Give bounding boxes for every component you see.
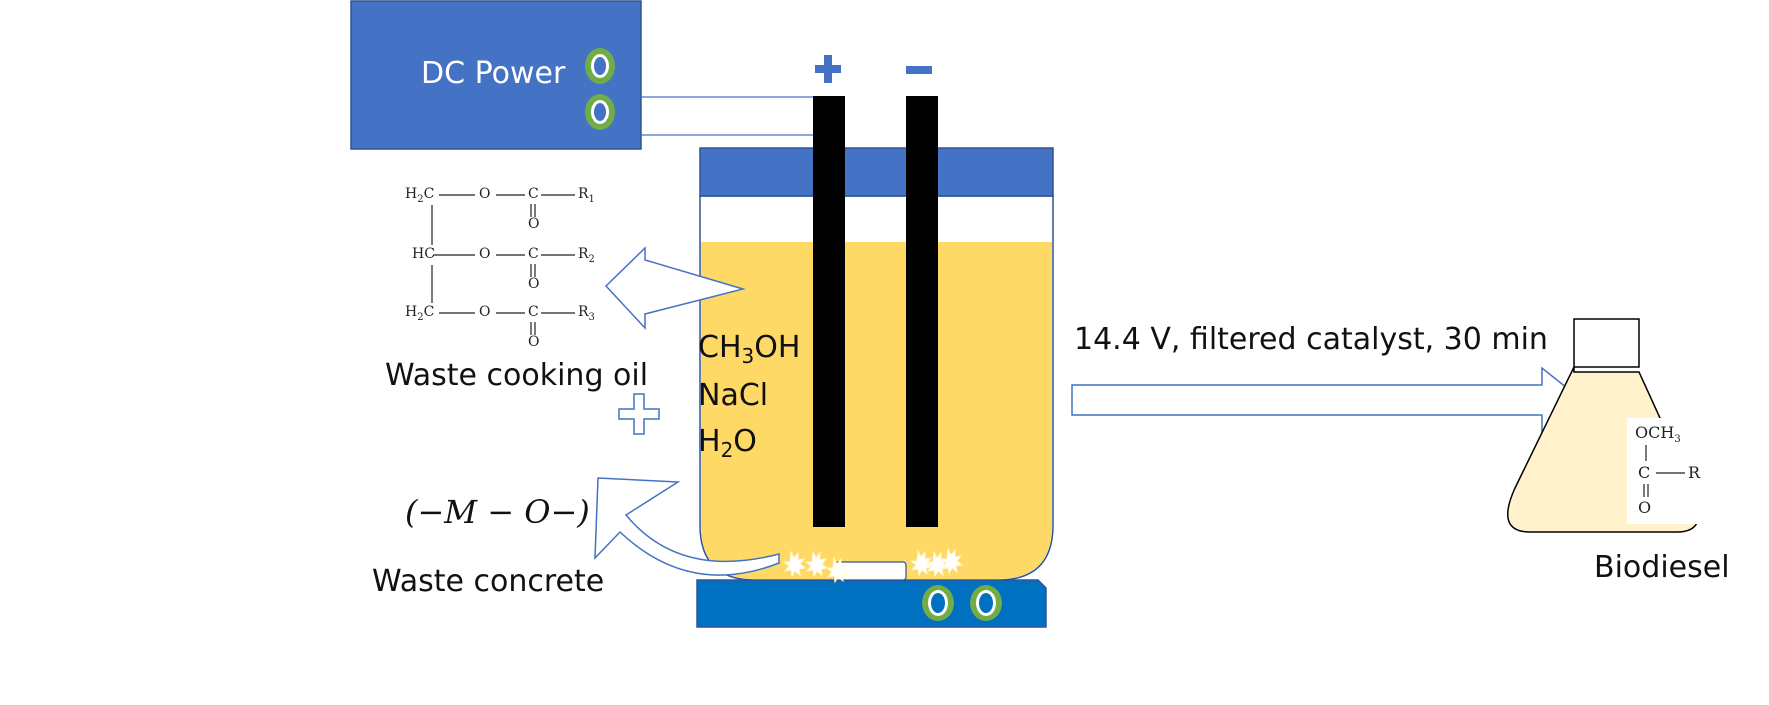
flask-neck	[1573, 318, 1640, 368]
oil-row3-r: R3	[578, 304, 595, 323]
methyl-ester-bonds	[1643, 445, 1685, 497]
product-r-group: R	[1688, 463, 1701, 482]
negative-terminal-icon	[906, 66, 932, 74]
oil-row2-carbon: C	[528, 246, 539, 262]
power-terminal-bottom	[585, 94, 615, 130]
dc-power-label: DC Power	[421, 56, 566, 91]
oil-row2-r: R2	[578, 246, 595, 265]
power-terminal-top	[585, 48, 615, 84]
oil-row2-carbonyl: O	[528, 276, 540, 292]
oil-row1-left: H2C	[405, 186, 435, 205]
oil-row2-oxygen: O	[479, 246, 491, 262]
product-carbonyl: O	[1638, 498, 1652, 517]
oil-row3-carbonyl: O	[528, 334, 540, 350]
oil-input-arrow	[604, 246, 746, 330]
gas-bubbles-anode	[782, 550, 850, 584]
power-wires	[641, 96, 830, 136]
product-structure-panel	[1627, 418, 1715, 524]
product-methoxy: OCH3	[1635, 423, 1681, 446]
plus-outline-icon	[618, 393, 660, 435]
oil-row1-r: R1	[578, 186, 595, 205]
oil-row1-oxygen: O	[479, 186, 491, 202]
metal-oxide-formula: (−M − O−)	[405, 493, 590, 531]
oil-row3-left: H2C	[405, 304, 435, 323]
biodiesel-label: Biodiesel	[1594, 550, 1730, 585]
gas-bubbles-cathode	[909, 547, 964, 578]
positive-terminal-icon	[815, 55, 841, 83]
methanol-formula: CH3OH	[698, 330, 801, 368]
concrete-input-arrow	[594, 477, 780, 576]
oil-row1-carbon: C	[528, 186, 539, 202]
waste-cooking-oil-label: Waste cooking oil	[385, 358, 649, 393]
process-arrow	[1071, 366, 1584, 434]
reactor-lid	[699, 147, 1054, 197]
anode-electrode	[813, 96, 845, 527]
salt-formula: NaCl	[698, 378, 769, 413]
cathode-electrode	[906, 96, 938, 527]
oil-row1-carbonyl: O	[528, 216, 540, 232]
waste-concrete-label: Waste concrete	[372, 564, 605, 599]
oil-row3-oxygen: O	[479, 304, 491, 320]
hot-plate-knob-right	[970, 585, 1002, 621]
reactor-liquid	[701, 242, 1052, 579]
oil-row2-left: HC	[412, 246, 435, 262]
water-formula: H2O	[698, 424, 757, 462]
hot-plate-knob-left	[922, 585, 954, 621]
triglyceride-bonds	[431, 194, 575, 335]
process-condition-label: 14.4 V, filtered catalyst, 30 min	[1074, 322, 1548, 357]
product-carbon: C	[1638, 463, 1651, 482]
oil-row3-carbon: C	[528, 304, 539, 320]
